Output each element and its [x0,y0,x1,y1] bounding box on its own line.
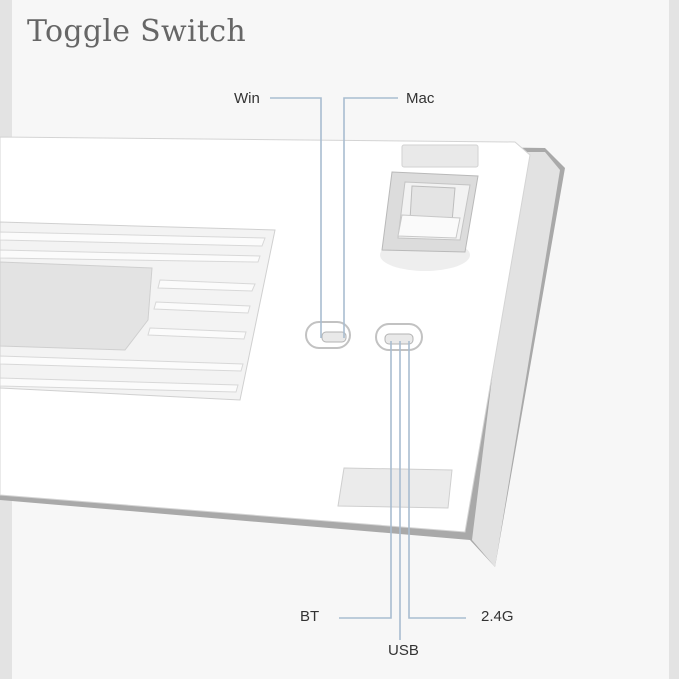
label-plate-window [0,261,153,351]
mac-leader-line [343,97,398,338]
top-sticker [401,144,479,168]
2-4g-leader-line [408,341,466,619]
kickstand-foot [380,171,479,271]
usb-label: USB [388,642,419,659]
os-toggle-switch [305,321,351,349]
label-plate-stripes [0,231,266,393]
win-label: Win [234,90,260,107]
bt-leader-line [339,341,392,619]
page-title: Toggle Switch [27,14,246,49]
bottom-sticker [337,467,453,509]
keyboard-side-bevel [472,152,560,567]
win-leader-line [270,97,322,338]
right-frame-border [669,0,679,679]
mode-toggle-switch [375,323,423,351]
2-4g-label: 2.4G [481,608,514,625]
mac-label: Mac [406,90,435,107]
leader-lines [270,97,466,640]
bt-label: BT [300,608,320,625]
